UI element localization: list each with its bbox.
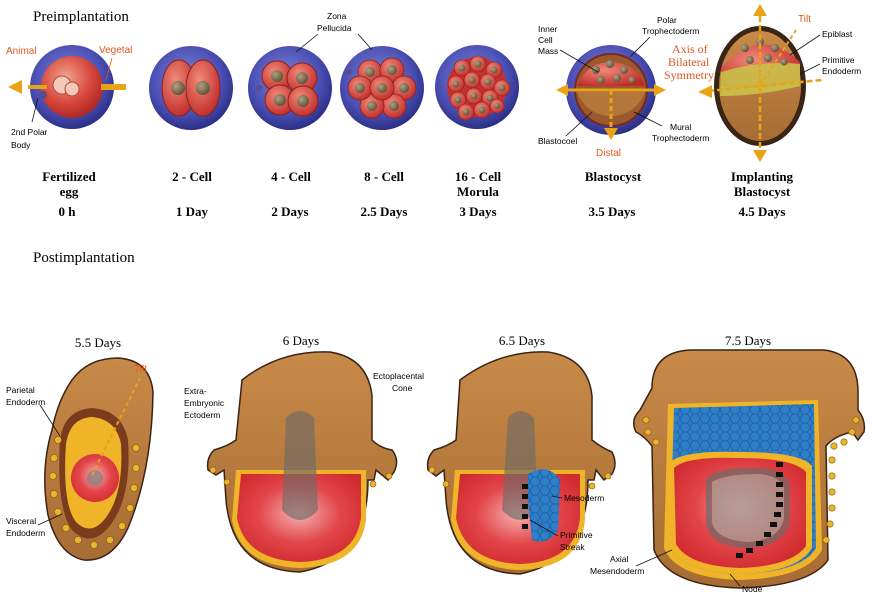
polar-trophectoderm-label-line2: Trophectoderm bbox=[642, 26, 699, 36]
stage-time-fertilized: 0 h bbox=[59, 204, 77, 219]
ectoplacental-cone-label-line1: Ectoplacental bbox=[373, 371, 424, 381]
polar-body-label-line1: 2nd Polar bbox=[11, 127, 48, 137]
implanting-blastocyst-illustration bbox=[698, 4, 822, 162]
stage-name-16cell-line2: Morula bbox=[457, 184, 499, 199]
embryo-5-5-days-illustration bbox=[45, 358, 153, 560]
embryo-7-5-days-illustration bbox=[634, 350, 865, 588]
axis-bilateral-symmetry-label-line3: Symmetry bbox=[664, 68, 714, 82]
post-time-5-5: 5.5 Days bbox=[75, 335, 121, 350]
primitive-streak-label-line1: Primitive bbox=[560, 530, 593, 540]
extraembryonic-ectoderm-label-line1: Extra- bbox=[184, 386, 207, 396]
inner-cell-mass-label-line2: Cell bbox=[538, 35, 553, 45]
stage-name-16cell-line1: 16 - Cell bbox=[455, 169, 502, 184]
stage-name-implanting-line1: Implanting bbox=[731, 169, 794, 184]
fertilized-egg-illustration bbox=[8, 45, 126, 129]
node-label: Node bbox=[742, 584, 763, 594]
polar-body-label-line2: Body bbox=[11, 140, 31, 150]
stage-name-4cell: 4 - Cell bbox=[271, 169, 311, 184]
parietal-endoderm-label-line2: Endoderm bbox=[6, 397, 45, 407]
animal-label: Animal bbox=[6, 46, 37, 57]
stage-name-8cell: 8 - Cell bbox=[364, 169, 404, 184]
inner-cell-mass-label-line1: Inner bbox=[538, 24, 558, 34]
axial-mesendoderm-label-line2: Mesendoderm bbox=[590, 566, 644, 576]
postimplantation-title: Postimplantation bbox=[33, 250, 135, 266]
stage-name-implanting-line2: Blastocyst bbox=[734, 184, 791, 199]
zona-pellucida-label-line1: Zona bbox=[327, 11, 347, 21]
vegetal-label: Vegetal bbox=[99, 45, 132, 56]
morula-illustration bbox=[435, 45, 519, 129]
mesoderm-label: Mesoderm bbox=[564, 493, 604, 503]
parietal-endoderm-label-line1: Parietal bbox=[6, 385, 35, 395]
polar-trophectoderm-label-line1: Polar bbox=[657, 15, 677, 25]
axis-bilateral-symmetry-label-line2: Bilateral bbox=[668, 55, 710, 69]
distal-label: Distal bbox=[596, 148, 621, 159]
stage-time-2cell: 1 Day bbox=[176, 204, 209, 219]
ectoplacental-cone-label-line2: Cone bbox=[392, 383, 413, 393]
eight-cell-illustration bbox=[340, 46, 424, 130]
stage-name-2cell: 2 - Cell bbox=[172, 169, 212, 184]
embryo-6-days-illustration bbox=[208, 352, 397, 572]
stage-time-blastocyst: 3.5 Days bbox=[589, 204, 636, 219]
tilt-label-post: Tilt bbox=[134, 364, 147, 375]
visceral-endoderm-label-line2: Endoderm bbox=[6, 528, 45, 538]
visceral-endoderm-label-line1: Visceral bbox=[6, 516, 36, 526]
preimplantation-title: Preimplantation bbox=[33, 9, 129, 25]
two-cell-illustration bbox=[149, 46, 233, 130]
inner-cell-mass-label-line3: Mass bbox=[538, 46, 558, 56]
post-time-6-5: 6.5 Days bbox=[499, 333, 545, 348]
zona-pellucida-label-line2: Pellucida bbox=[317, 23, 352, 33]
post-time-6: 6 Days bbox=[283, 333, 319, 348]
post-time-7-5: 7.5 Days bbox=[725, 333, 771, 348]
mural-trophectoderm-label-line1: Mural bbox=[670, 122, 691, 132]
stage-time-4cell: 2 Days bbox=[271, 204, 308, 219]
epiblast-label: Epiblast bbox=[822, 29, 853, 39]
axial-mesendoderm-label-line1: Axial bbox=[610, 554, 629, 564]
mural-trophectoderm-label-line2: Trophectoderm bbox=[652, 133, 709, 143]
stage-name-fertilized-line1: Fertilized bbox=[42, 169, 96, 184]
blastocyst-illustration bbox=[556, 45, 666, 140]
stage-time-16cell: 3 Days bbox=[459, 204, 496, 219]
axis-bilateral-symmetry-label-line1: Axis of bbox=[672, 42, 708, 56]
blastocoel-label: Blastocoel bbox=[538, 136, 577, 146]
extraembryonic-ectoderm-label-line3: Ectoderm bbox=[184, 410, 220, 420]
embryo-6-5-days-illustration bbox=[428, 352, 615, 574]
four-cell-illustration bbox=[248, 46, 332, 130]
extraembryonic-ectoderm-label-line2: Embryonic bbox=[184, 398, 225, 408]
stage-time-implanting: 4.5 Days bbox=[739, 204, 786, 219]
primitive-endoderm-label-line1: Primitive bbox=[822, 55, 855, 65]
primitive-endoderm-label-line2: Endoderm bbox=[822, 66, 861, 76]
primitive-streak-label-line2: Streak bbox=[560, 542, 585, 552]
stage-name-fertilized-line2: egg bbox=[60, 184, 79, 199]
stage-time-8cell: 2.5 Days bbox=[361, 204, 408, 219]
stage-name-blastocyst: Blastocyst bbox=[585, 169, 642, 184]
tilt-label-pre: Tilt bbox=[798, 14, 811, 25]
